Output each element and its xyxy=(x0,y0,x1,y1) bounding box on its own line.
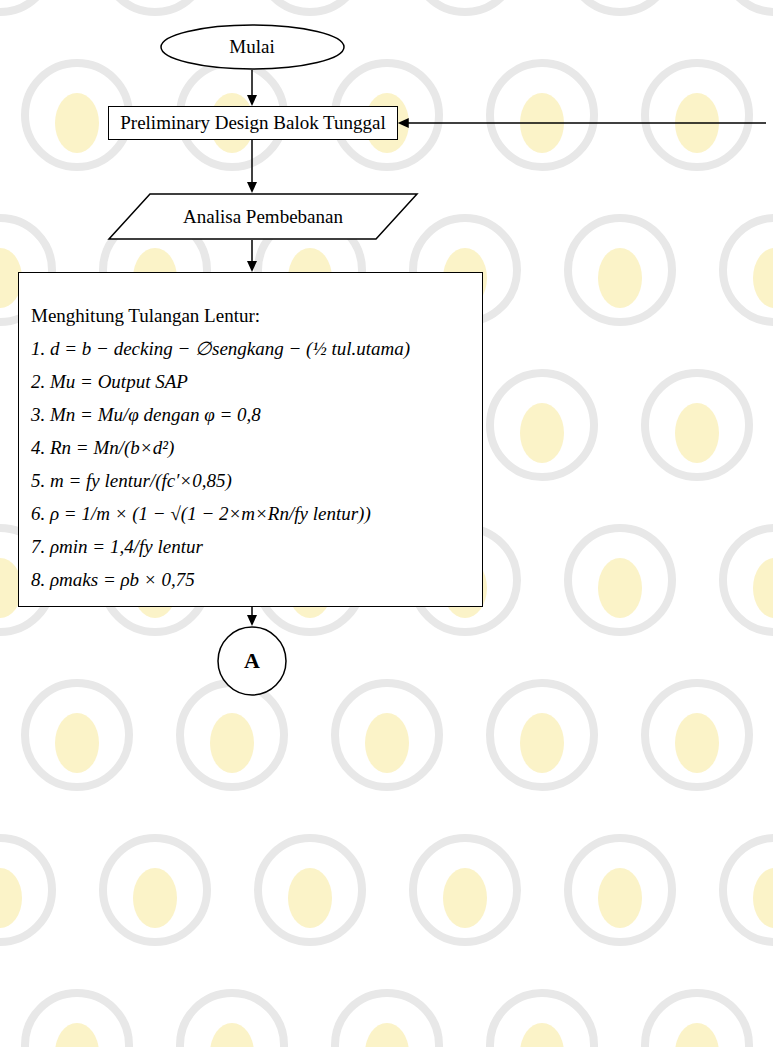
flow-arrow xyxy=(247,70,257,106)
watermark-gear xyxy=(335,993,439,1047)
watermark-gear xyxy=(0,838,52,942)
watermark-gear xyxy=(103,0,207,12)
watermark-gear xyxy=(103,838,207,942)
watermark-gear xyxy=(645,993,749,1047)
watermark-lotus xyxy=(598,248,642,308)
watermark-lotus xyxy=(0,868,22,928)
watermark-lotus xyxy=(133,868,177,928)
input-parallelogram: Analisa Pembebanan xyxy=(108,193,418,240)
watermark-lotus xyxy=(520,713,564,773)
watermark-lotus xyxy=(55,713,99,773)
watermark-gear xyxy=(645,63,749,167)
arrowhead xyxy=(398,118,409,128)
watermark-lotus xyxy=(675,1023,719,1047)
watermark-lotus xyxy=(598,558,642,618)
watermark-lotus xyxy=(365,713,409,773)
watermark-lotus xyxy=(753,558,773,618)
watermark-gear xyxy=(335,683,439,787)
node-label: A xyxy=(244,648,260,674)
watermark-lotus xyxy=(55,93,99,153)
ellipse-outline xyxy=(161,25,344,69)
formula-step: 7. ρmin = 1,4/fy lentur xyxy=(31,530,470,563)
watermark-gear xyxy=(258,0,362,12)
flow-line xyxy=(251,240,253,262)
watermark-gear xyxy=(490,373,594,477)
watermark-gear xyxy=(490,63,594,167)
watermark-gear xyxy=(180,993,284,1047)
process-box: Menghitung Tulangan Lentur:1. d = b − de… xyxy=(18,272,483,607)
watermark-gear xyxy=(413,838,517,942)
formula-step: 8. ρmaks = ρb × 0,75 xyxy=(31,563,470,596)
watermark-lotus xyxy=(443,868,487,928)
watermark-gear xyxy=(568,218,672,322)
watermark-gear xyxy=(645,683,749,787)
formula-step: 2. Mu = Output SAP xyxy=(31,365,470,398)
watermark-lotus xyxy=(55,1023,99,1047)
watermark-gear xyxy=(180,683,284,787)
return-arrow xyxy=(398,118,766,128)
arrowhead xyxy=(247,261,257,272)
watermark-gear xyxy=(723,0,773,12)
terminator-ellipse: Mulai xyxy=(160,24,345,70)
formula-step: 6. ρ = 1/m × (1 − √(1 − 2×m×Rn/fy lentur… xyxy=(31,497,470,530)
watermark-gear xyxy=(568,0,672,12)
flow-arrow xyxy=(247,607,257,626)
node-label: Mulai xyxy=(229,36,274,58)
formula-step: 4. Rn = Mn/(b×d²) xyxy=(31,431,470,464)
watermark-gear xyxy=(568,838,672,942)
watermark-gear xyxy=(645,373,749,477)
arrowhead xyxy=(247,615,257,626)
formula-step: 5. m = fy lentur/(fc′×0,85) xyxy=(31,464,470,497)
watermark-gear xyxy=(25,993,129,1047)
flow-line xyxy=(251,70,253,96)
parallelogram-outline xyxy=(109,194,417,239)
watermark-lotus xyxy=(753,868,773,928)
watermark-gear xyxy=(258,838,362,942)
watermark-gear xyxy=(568,528,672,632)
watermark-lotus xyxy=(210,713,254,773)
watermark-gear xyxy=(490,993,594,1047)
formula-step: 3. Mn = Mu/φ dengan φ = 0,8 xyxy=(31,398,470,431)
box-heading: Menghitung Tulangan Lentur: xyxy=(31,299,470,332)
watermark-gear xyxy=(413,0,517,12)
watermark-gear xyxy=(0,0,52,12)
watermark-gear xyxy=(490,683,594,787)
circle-outline xyxy=(218,627,286,695)
node-label: Analisa Pembebanan xyxy=(183,206,343,228)
watermark-gear xyxy=(723,528,773,632)
flow-arrow xyxy=(247,140,257,193)
return-line xyxy=(408,122,766,124)
watermark-lotus xyxy=(520,1023,564,1047)
arrowhead xyxy=(247,182,257,193)
watermark-lotus xyxy=(365,1023,409,1047)
watermark-lotus xyxy=(598,868,642,928)
flow-line xyxy=(251,140,253,183)
flow-arrow xyxy=(247,240,257,272)
watermark-lotus xyxy=(210,1023,254,1047)
formula-step: 1. d = b − decking − ∅sengkang − (½ tul.… xyxy=(31,332,470,365)
process-box: Preliminary Design Balok Tunggal xyxy=(108,106,397,140)
node-label: Preliminary Design Balok Tunggal xyxy=(120,112,385,134)
watermark-gear xyxy=(25,683,129,787)
watermark-lotus xyxy=(675,403,719,463)
watermark-gear xyxy=(723,218,773,322)
flow-line xyxy=(251,607,253,616)
watermark-lotus xyxy=(675,713,719,773)
connector-circle: A xyxy=(217,626,287,696)
watermark-gear xyxy=(723,838,773,942)
arrowhead xyxy=(247,95,257,106)
watermark-lotus xyxy=(753,248,773,308)
watermark-lotus xyxy=(520,403,564,463)
watermark-lotus xyxy=(288,868,332,928)
